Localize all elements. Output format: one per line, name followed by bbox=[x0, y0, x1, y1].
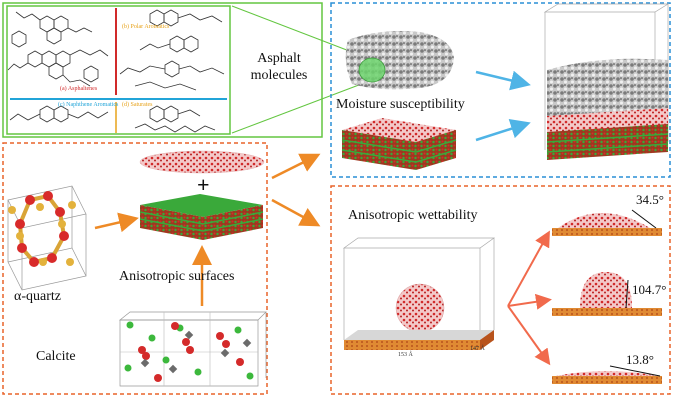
contact-angle-2: 104.7° bbox=[632, 282, 667, 297]
moisture-frame bbox=[330, 2, 671, 178]
group-label-polar-aromatics: (b) Polar Aromatics bbox=[122, 24, 170, 30]
arrow-to-wettability bbox=[271, 198, 321, 227]
moisture-title: Moisture susceptibility bbox=[336, 97, 465, 112]
asphaltene-structures bbox=[7, 11, 109, 87]
arrow-quartz-to-slab bbox=[94, 212, 139, 233]
calcite-structure bbox=[119, 311, 267, 387]
quartz-label: α-quartz bbox=[14, 289, 61, 304]
arrow-to-angle-3 bbox=[507, 305, 551, 366]
contact-angle-result-2 bbox=[552, 272, 662, 316]
molecule-grid-box bbox=[6, 5, 231, 135]
group-label-naphthene-aromatics: (c) Naphthene Aromatics bbox=[58, 102, 119, 108]
arrow-to-moisture bbox=[271, 153, 321, 180]
moisture-panel bbox=[330, 2, 671, 178]
layered-mineral-slab bbox=[139, 194, 264, 240]
droplet-simulation-box bbox=[342, 237, 496, 350]
water-film bbox=[139, 150, 265, 174]
surfaces-panel bbox=[2, 142, 268, 395]
molecules-frame bbox=[2, 2, 323, 138]
group-label-saturates: (d) Saturates bbox=[122, 102, 153, 108]
molecules-panel bbox=[2, 2, 323, 138]
asphalt-block bbox=[345, 31, 454, 90]
quartz-structure bbox=[7, 185, 87, 291]
polar-aromatic-structures bbox=[119, 9, 225, 91]
calcite-label: Calcite bbox=[36, 349, 76, 364]
molecule-connector-line-2 bbox=[231, 79, 373, 134]
plus-sign: + bbox=[197, 172, 210, 197]
moisture-result-box bbox=[543, 3, 670, 160]
arrow-to-angle-2 bbox=[507, 293, 552, 310]
surfaces-frame bbox=[2, 142, 268, 395]
box-dimension-y: 147 Å bbox=[470, 346, 485, 352]
surfaces-title: Anisotropic surfaces bbox=[119, 269, 235, 284]
wettability-panel bbox=[330, 185, 671, 395]
saturate-structures bbox=[134, 105, 216, 133]
wettability-title: Anisotropic wettability bbox=[348, 208, 478, 223]
group-label-asphaltenes: (a) Asphaltenes bbox=[60, 86, 98, 92]
contact-angle-result-3 bbox=[552, 365, 662, 384]
box-dimension-x: 153 Å bbox=[398, 352, 413, 358]
arrow-asphalt-to-result bbox=[475, 70, 531, 91]
contact-angle-3: 13.8° bbox=[626, 352, 654, 367]
naphthene-aromatic-structures bbox=[9, 105, 109, 123]
arrow-slab-to-result bbox=[475, 119, 531, 142]
contact-angle-result-1 bbox=[552, 209, 662, 236]
molecules-title: Asphalt molecules bbox=[250, 51, 308, 83]
contact-angle-1: 34.5° bbox=[636, 192, 664, 207]
wettability-frame bbox=[330, 185, 671, 395]
arrow-to-angle-1 bbox=[507, 230, 550, 307]
moisture-slab bbox=[341, 118, 457, 170]
highlight-molecule bbox=[358, 57, 386, 83]
